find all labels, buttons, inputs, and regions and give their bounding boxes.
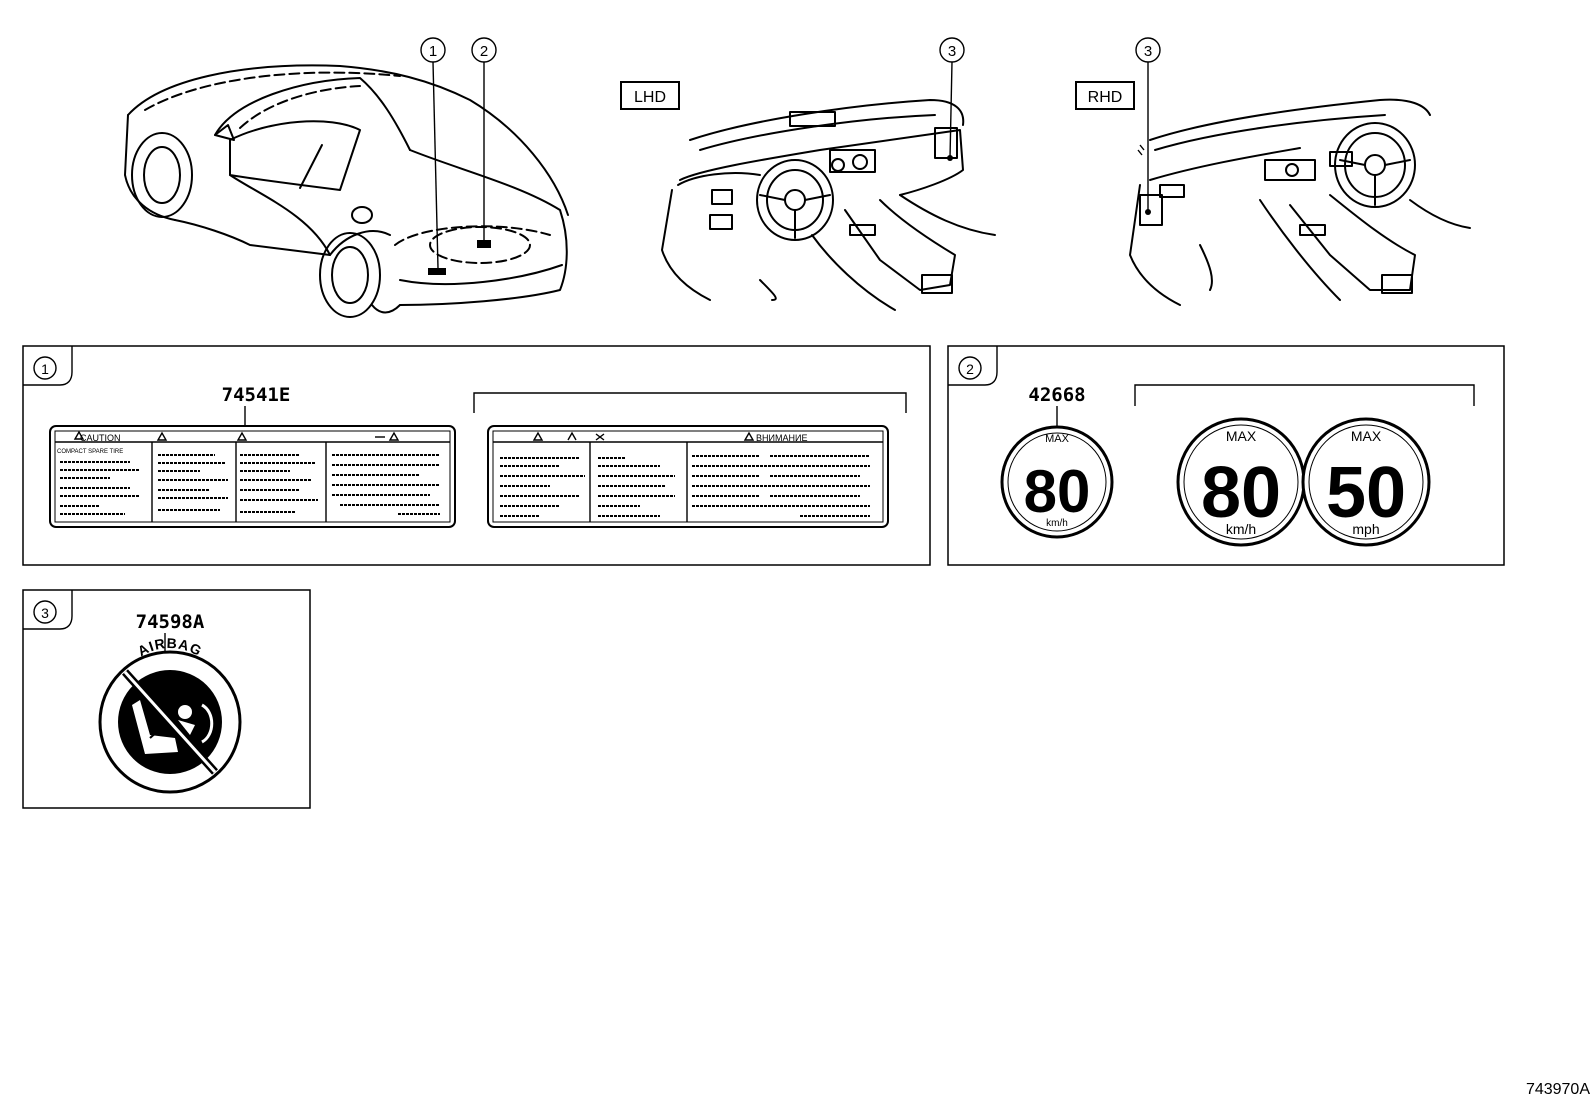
- car-callout-1[interactable]: 1: [420, 37, 446, 269]
- rhd-badge: RHD: [1075, 81, 1135, 110]
- part-number-74541e: 74541E: [222, 384, 291, 406]
- svg-text:RHD: RHD: [1088, 89, 1123, 106]
- svg-text:MAX: MAX: [1226, 428, 1257, 444]
- svg-text:LHD: LHD: [634, 89, 666, 106]
- lhd-dashboard-illustration: [661, 99, 996, 311]
- diagram-code: 743970A: [1526, 1081, 1590, 1098]
- panel-2-speed-limit: 2 42668 MAX 80 km/h MAX 80 km/h MAX 50 m…: [947, 345, 1505, 566]
- svg-text:km/h: km/h: [1046, 518, 1068, 529]
- lhd-callout-3[interactable]: 3: [939, 37, 965, 159]
- svg-text:3: 3: [41, 605, 49, 621]
- svg-text:MAX: MAX: [1045, 433, 1070, 445]
- caution-label-english: CAUTION COMPACT SPARE TIRE: [49, 425, 456, 528]
- speed-value-kmh: 80: [1024, 458, 1091, 525]
- svg-text:2: 2: [966, 361, 974, 377]
- caution-label-russian: ВНИМАНИЕ: [487, 425, 889, 528]
- panel-1-spare-tire-caution: 1 74541E CAUTION COMPACT SPARE TIRE: [22, 345, 931, 566]
- rhd-dashboard-illustration: [1129, 98, 1471, 306]
- svg-text:mph: mph: [1352, 521, 1379, 537]
- car-callout-2[interactable]: 2: [471, 37, 497, 240]
- airbag-warning-icon: AIRBAG: [98, 635, 242, 794]
- svg-text:3: 3: [948, 43, 956, 60]
- part-number-74598a: 74598A: [136, 611, 205, 633]
- svg-text:1: 1: [429, 43, 437, 60]
- caution-heading: CAUTION: [80, 433, 121, 443]
- svg-text:1: 1: [41, 361, 49, 377]
- lhd-badge: LHD: [620, 81, 680, 110]
- rhd-callout-3[interactable]: 3: [1135, 37, 1161, 212]
- svg-text:km/h: km/h: [1226, 521, 1256, 537]
- speed-value-kmh-dual: 80: [1201, 453, 1281, 533]
- part-number-42668: 42668: [1028, 384, 1085, 406]
- speed-disc-kmh: MAX 80 km/h: [1000, 425, 1114, 539]
- speed-value-mph: 50: [1326, 453, 1406, 533]
- car-illustration: [124, 64, 569, 318]
- speed-disc-dual: MAX 80 km/h MAX 50 mph: [1176, 417, 1431, 547]
- svg-text:2: 2: [480, 43, 488, 60]
- russian-heading: ВНИМАНИЕ: [756, 433, 807, 443]
- panel-3-airbag-warning: 3 74598A AIRBAG: [22, 589, 311, 809]
- caution-subheading: COMPACT SPARE TIRE: [57, 449, 123, 455]
- svg-text:MAX: MAX: [1351, 428, 1382, 444]
- svg-text:3: 3: [1144, 43, 1152, 60]
